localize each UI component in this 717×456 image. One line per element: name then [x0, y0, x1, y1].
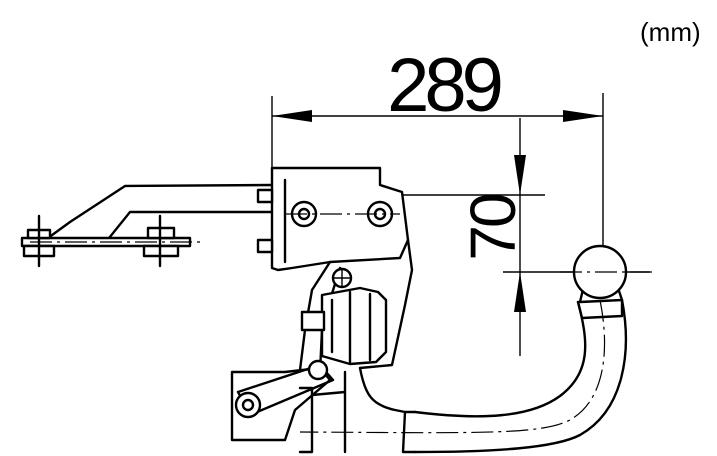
tow-ball-neck — [578, 283, 624, 304]
tow-arm-outer-edge-lower — [413, 298, 628, 454]
arrow-up — [514, 272, 526, 312]
support-assembly — [230, 238, 414, 454]
plate-stud-top — [256, 188, 274, 204]
socket-bracket — [298, 386, 314, 454]
tow-arm-collar — [401, 410, 417, 454]
unit-label: (mm) — [640, 17, 701, 47]
bracket-arm-top — [46, 183, 274, 240]
tow-arm-neck — [358, 366, 407, 414]
arrow-left — [272, 110, 312, 122]
dimension-value-vertical: 70 — [457, 194, 529, 261]
mounting-bracket-left — [20, 183, 274, 268]
tow-arm-outer-edge — [413, 300, 587, 418]
tow-arm-centerline — [299, 299, 606, 434]
mounting-plate-body — [270, 166, 410, 272]
lower-pivot-bolt-inner — [241, 398, 255, 412]
tow-arm — [299, 298, 628, 454]
main-mounting-plate — [256, 166, 410, 272]
tow-ball-base — [576, 298, 624, 320]
plate-stud-bottom — [256, 238, 274, 254]
release-housing-ribs — [330, 290, 372, 364]
support-right-edge — [358, 238, 414, 370]
tow-ball — [560, 244, 655, 320]
dimension-value-horizontal: 289 — [387, 43, 501, 128]
vertical-dimension: 70 — [395, 118, 650, 356]
arrow-right — [563, 110, 603, 122]
socket-bracket-link — [310, 390, 347, 397]
arrow-down — [514, 155, 526, 195]
horizontal-dimension: 289 — [271, 43, 604, 250]
upper-pivot-bolt — [307, 359, 329, 381]
release-knob — [300, 310, 326, 332]
